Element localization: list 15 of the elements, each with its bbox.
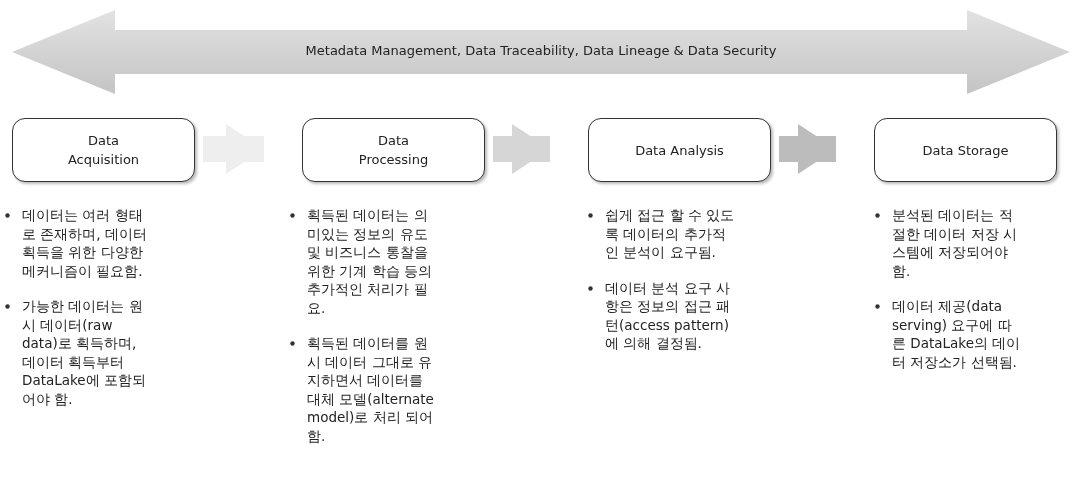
bullet-text: 가능한 데이터는 원시 데이터(raw data)로 획득하며, 데이터 획득부터 DataLake에 포함되어야 함. [22,298,146,407]
bullet-text: 데이터는 여러 형태로 존재하며, 데이터 획득을 위한 다양한 메커니즘이 필요함. [22,207,147,279]
block-arrow [779,124,836,174]
block-arrow [493,124,550,174]
bullet-text: 분석된 데이터는 적절한 데이터 저장 시스템에 저장되어야 함. [892,207,1017,279]
bullet-text: 쉽게 접근 할 수 있도록 데이터의 추가적인 분석이 요구됨. [605,207,735,260]
process-box: Data Acquisition [12,118,195,182]
process-box: Data Processing [302,118,485,182]
bullet-text: 획득된 데이터를 원시 데이터 그대로 유지하면서 데이터를 대체 모델(alternate model)로 처리 되어 함. [307,335,434,444]
band-label: Metadata Management, Data Traceability, Data Lineage & Data Security [304,43,778,58]
bullet-text: 데이터 분석 요구 사항은 정보의 접근 패턴(access pattern)에 의해 결정됨. [605,279,730,351]
process-box: Data Storage [874,118,1057,182]
bullet-text: 데이터 제공(data serving) 요구에 따른 DataLake의 데이터 저장소가 선택됨. [892,298,1021,370]
process-box: Data Analysis [588,118,771,182]
bullet-text: 획득된 데이터는 의미있는 정보의 유도 및 비즈니스 통찰을 위한 기계 학습 등의 추가적인 처리가 필요. [307,207,432,316]
